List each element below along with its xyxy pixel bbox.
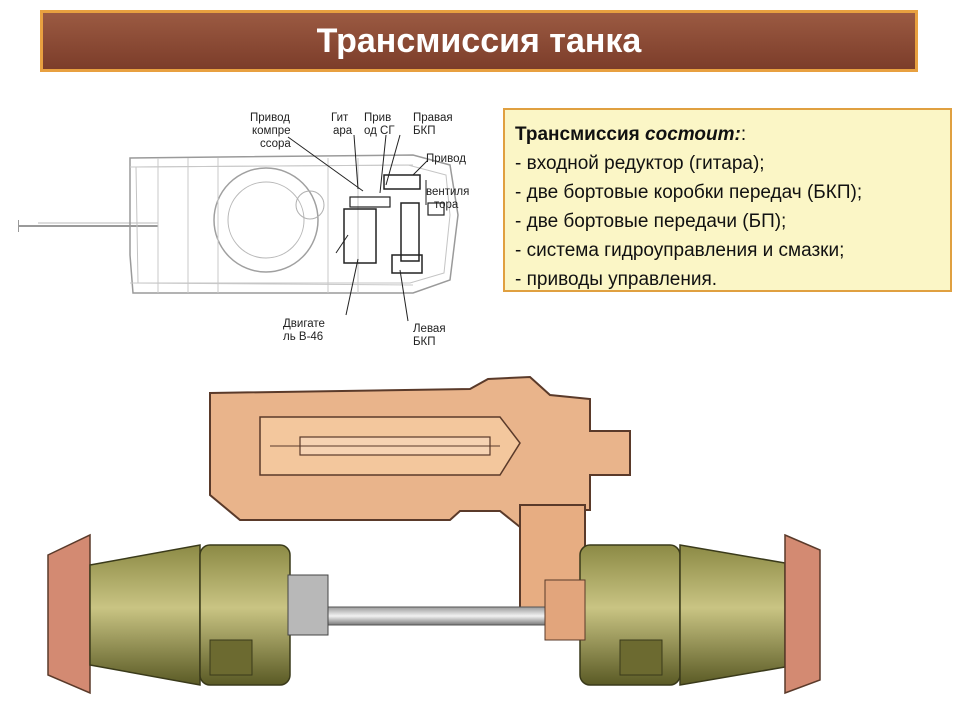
heading-tail: : [740, 124, 747, 145]
label-line: Прив [364, 112, 392, 124]
tank-schematic [18, 134, 459, 322]
label-line: вентиля [426, 186, 470, 198]
transmission-cutaway [47, 375, 821, 695]
label-privod: Привод [426, 153, 466, 166]
label-line: компре [252, 125, 291, 137]
label-privod-sg: Прив од СГ [364, 112, 395, 138]
label-line: ара [333, 125, 353, 137]
composition-box: Трансмиссия состоит:: - входной редуктор… [503, 108, 952, 292]
label-line: БКП [413, 125, 436, 137]
label-line: тора [434, 199, 459, 211]
list-item: - система гидроуправления и смазки; [515, 240, 845, 261]
list-item: - две бортовые передачи (БП); [515, 211, 787, 232]
title-bar: Трансмиссия танка [40, 10, 918, 72]
label-gitara: Гит ара [331, 112, 352, 138]
composition-heading: Трансмиссия состоит:: [515, 120, 940, 149]
label-line: Правая [413, 112, 453, 124]
list-item: - две бортовые коробки передач (БКП); [515, 182, 863, 203]
slide-title: Трансмиссия танка [316, 21, 642, 60]
label-line: Двигате [283, 318, 325, 330]
label-levaya-bkp: Левая БКП [413, 323, 446, 349]
label-line: Гит [331, 112, 349, 124]
label-line: Привод [426, 153, 466, 165]
list-item: - входной редуктор (гитара); [515, 153, 765, 174]
list-item: - приводы управления. [515, 269, 718, 290]
label-line: ль В-46 [283, 331, 324, 343]
label-line: од СГ [364, 125, 395, 137]
label-privod-kompressora: Привод компре ссора [250, 112, 291, 151]
heading-bold: Трансмиссия [515, 124, 646, 145]
label-line: Левая [413, 323, 446, 335]
heading-italic: состоит: [645, 124, 741, 145]
label-pravaya-bkp: Правая БКП [413, 112, 453, 138]
label-line: ссора [260, 138, 291, 150]
label-dvigatel: Двигате ль В-46 [283, 318, 325, 344]
label-ventilyatora: вентиля тора [426, 186, 469, 212]
label-line: БКП [413, 336, 436, 348]
label-line: Привод [250, 112, 290, 124]
